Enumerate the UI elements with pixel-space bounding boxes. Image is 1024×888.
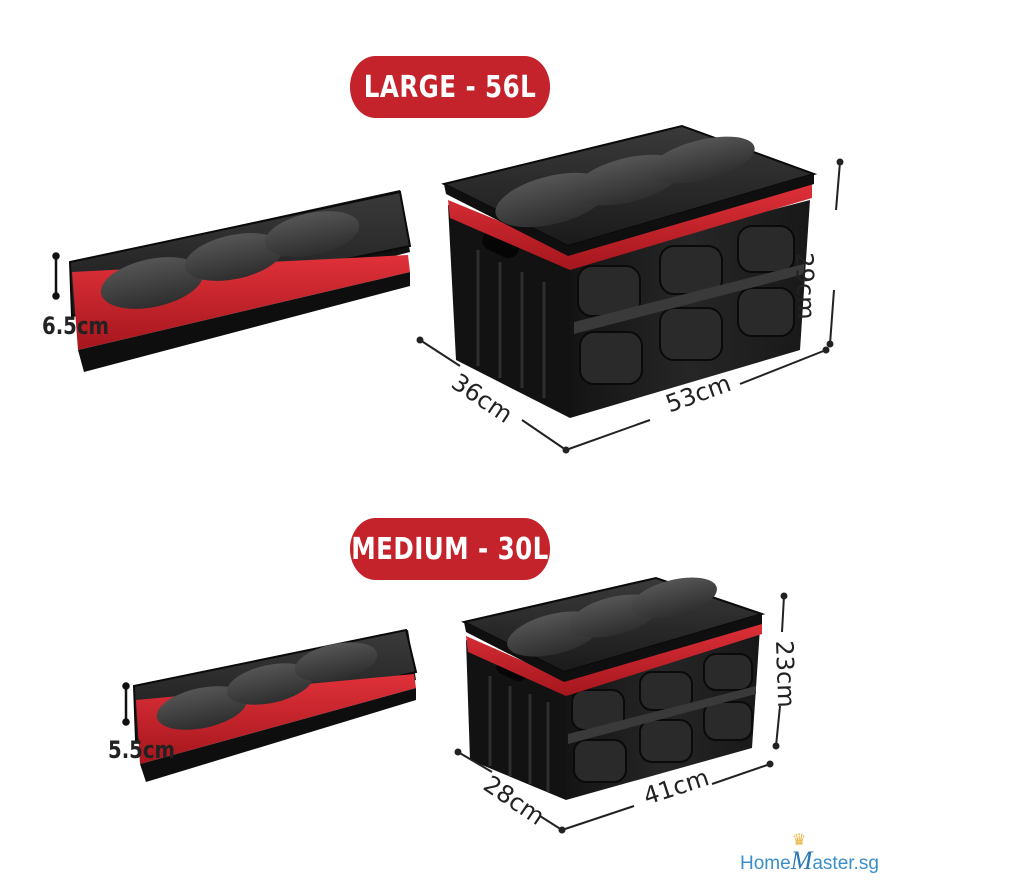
large-height-label: 29cm (790, 252, 821, 321)
crown-icon: ♛ (792, 832, 807, 849)
medium-dimension-lines (454, 592, 788, 834)
medium-height-label: 23cm (770, 640, 801, 709)
medium-size-label-text: MEDIUM - 30L (351, 531, 549, 567)
brand-logo: HomeMaster.sg (740, 846, 879, 876)
large-size-label-text: LARGE - 56L (363, 69, 537, 105)
medium-folded-height-marker (122, 682, 130, 726)
large-folded-height-label: 6.5cm (42, 312, 110, 340)
logo-prefix: Home (740, 853, 791, 874)
large-folded-height-marker (52, 252, 60, 300)
logo-suffix: aster.sg (812, 853, 879, 874)
medium-open-box (461, 576, 766, 800)
medium-size-label: MEDIUM - 30L (349, 518, 551, 580)
large-dimension-lines (416, 158, 844, 454)
logo-initial: M (790, 846, 813, 875)
large-size-label: LARGE - 56L (349, 56, 551, 118)
medium-folded-height-label: 5.5cm (108, 736, 176, 764)
large-folded-box (68, 190, 412, 372)
large-open-box (441, 124, 818, 418)
medium-folded-box (132, 628, 418, 782)
